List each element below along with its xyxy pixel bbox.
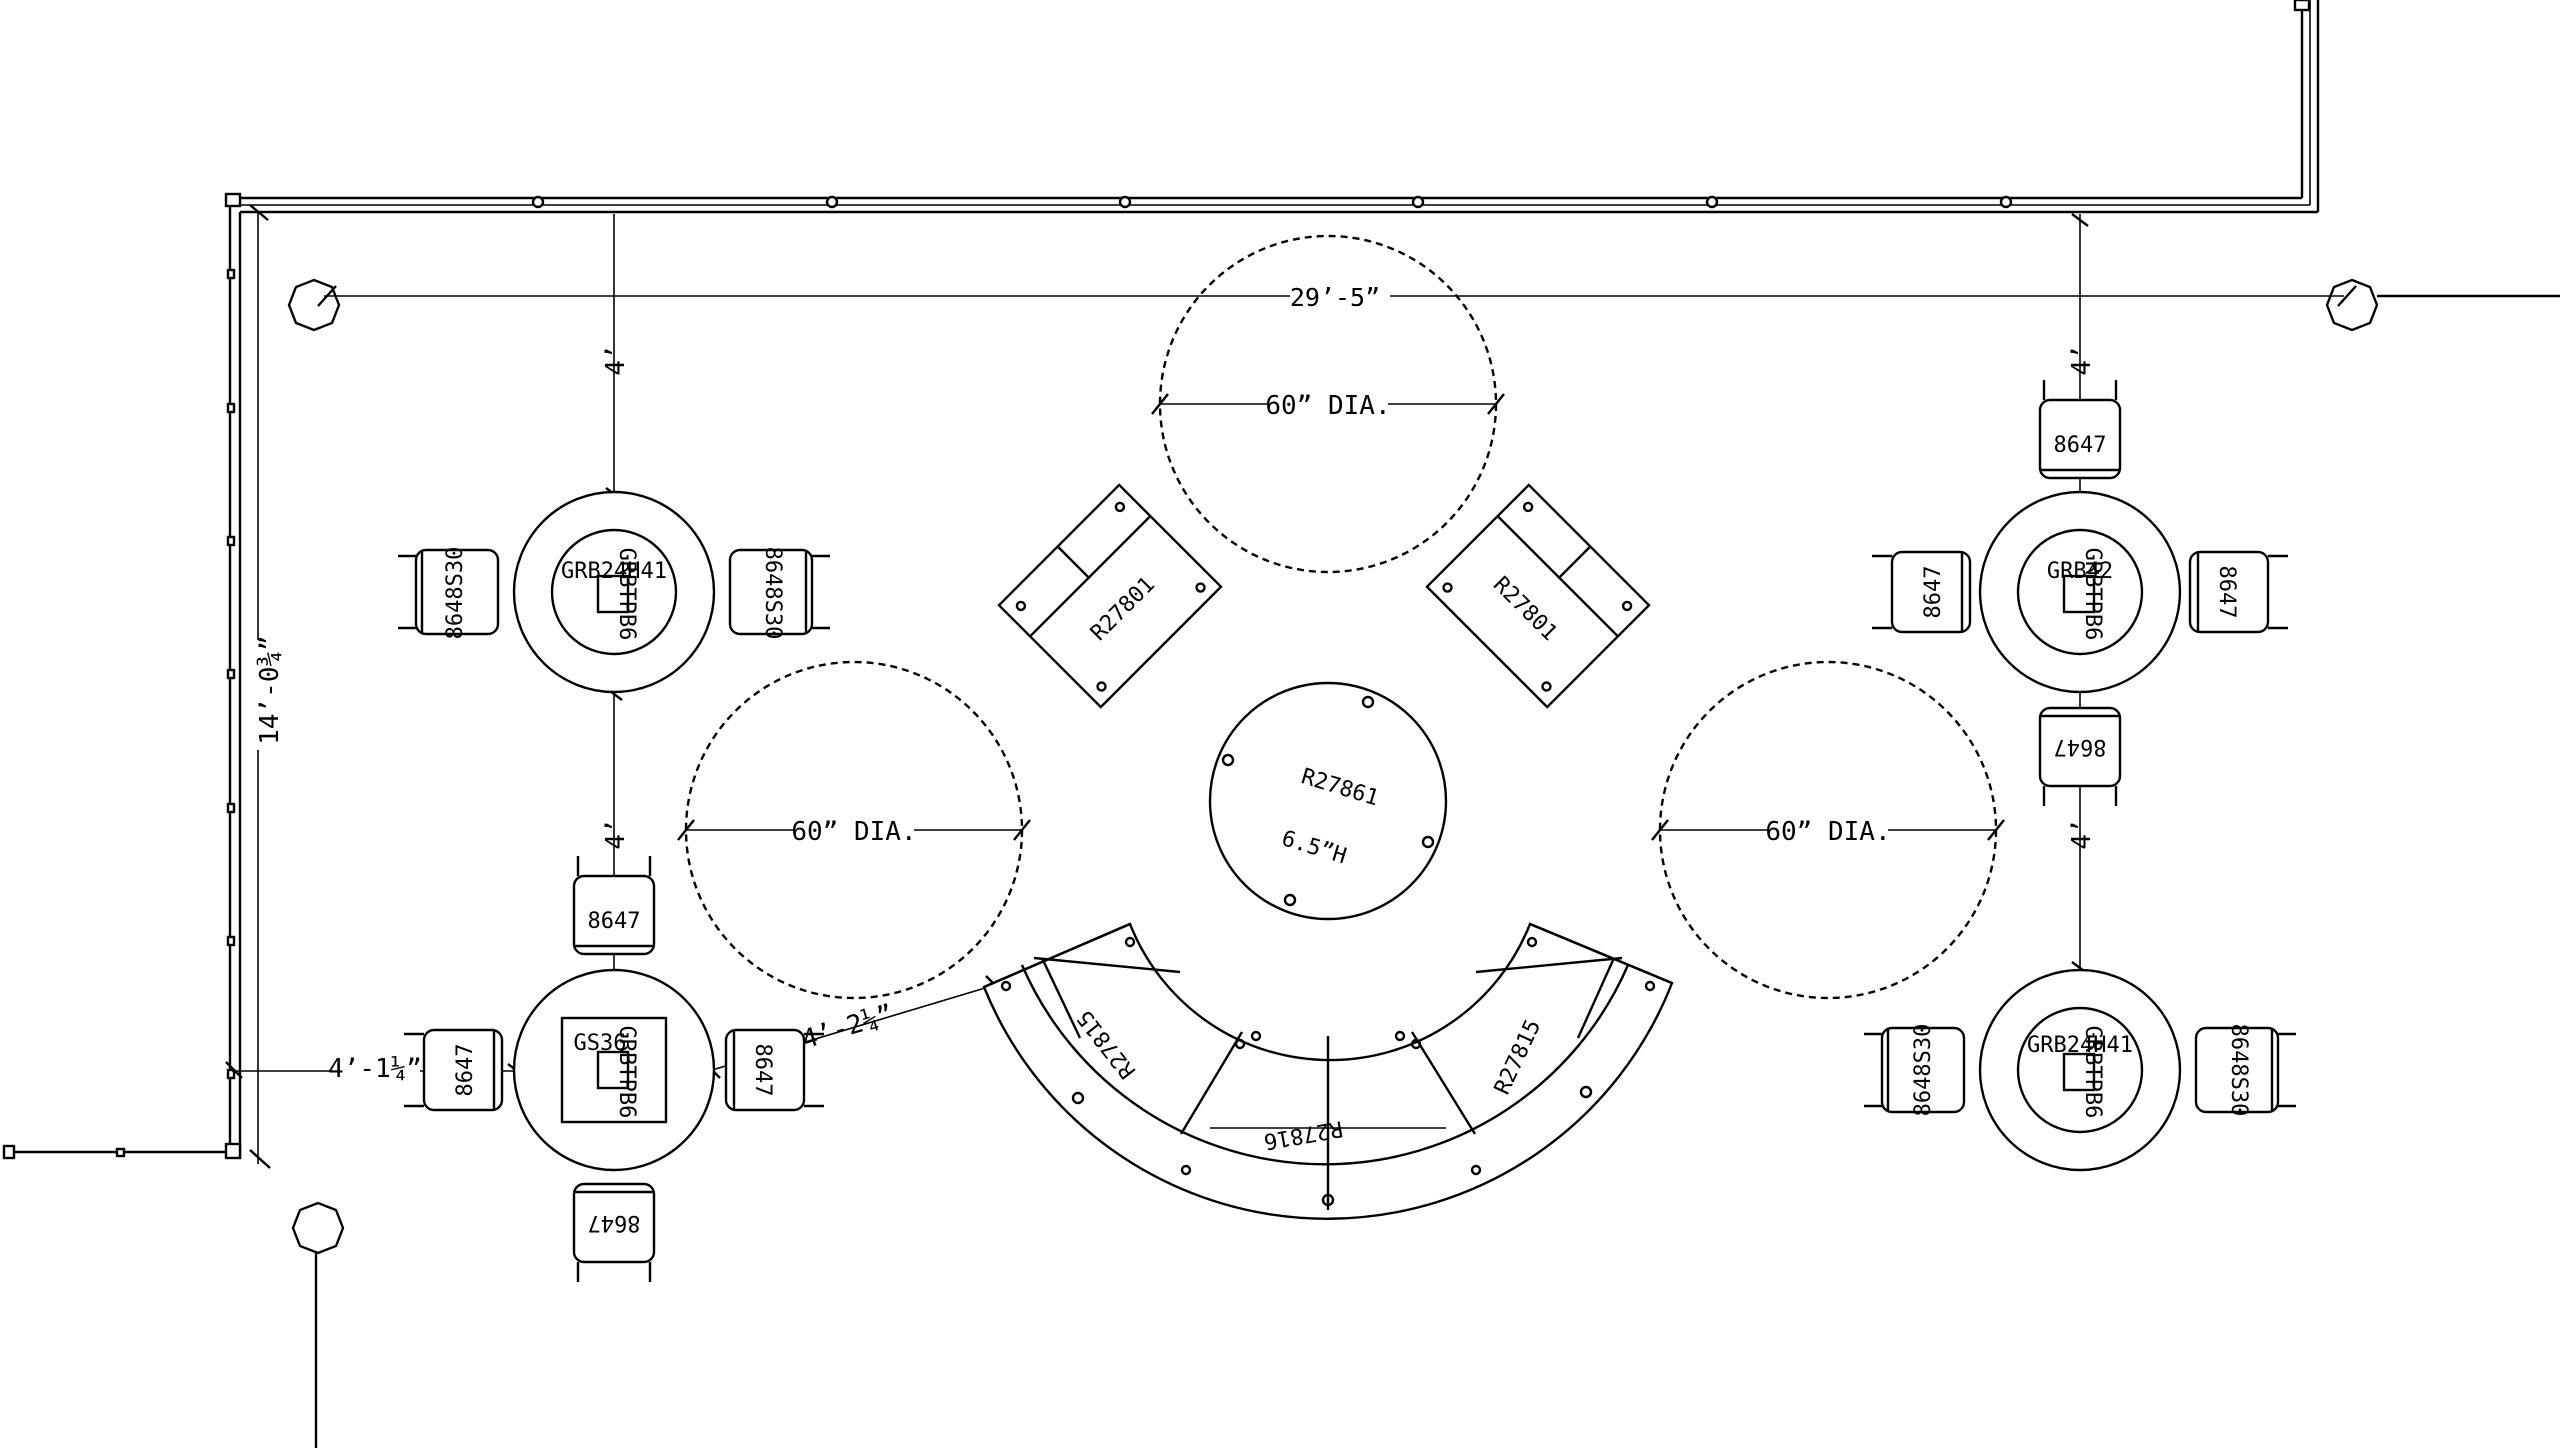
chair-label: 8647 — [588, 1210, 641, 1235]
lounge-curved-sofa: R27815 R27816 R27815 — [982, 922, 1674, 1220]
left-offset-label: 4’-1¼” — [328, 1054, 422, 1084]
table-top-right-label: GRB42 — [2047, 559, 2113, 584]
chair-bottom-left-top: 8647 — [572, 856, 656, 956]
diag-gap-label: 4’-2¼” — [798, 999, 897, 1055]
chair-label: 8647 — [588, 909, 641, 934]
clearance-circle-top: 60” DIA. — [1151, 234, 1505, 574]
table-top-right-base: GRBTPB6 — [2080, 548, 2105, 641]
spacing-tr-top-label: 4’ — [2067, 344, 2097, 375]
chair-label: 8647 — [2054, 433, 2107, 458]
chair-label: 8647 — [2214, 566, 2239, 619]
barstool-label: 8648S30 — [2226, 1024, 2251, 1117]
table-top-left-label: GRB24H41 — [561, 559, 667, 584]
chair-label: 8647 — [750, 1044, 775, 1097]
column-marker-top-left — [287, 278, 341, 332]
lounge-center-table: R27861 6.5”H — [1208, 681, 1448, 921]
table-bottom-right-base: GRBTPB6 — [2080, 1026, 2105, 1119]
column-markers — [287, 278, 2560, 1448]
barstool-label: 8648S30 — [1911, 1024, 1936, 1117]
chair-bottom-left-right: 8647 — [724, 1028, 824, 1112]
table-bottom-right-label: GRB24H41 — [2027, 1033, 2133, 1058]
clearance-circle-left: 60” DIA. — [677, 660, 1031, 1000]
dimension-left-depth: 14’-0¾” — [248, 204, 288, 1169]
clearance-top-label: 60” DIA. — [1265, 391, 1390, 421]
chair-top-right-bottom: 8647 — [2038, 706, 2122, 806]
table-top-left-base: GRBTPB6 — [614, 548, 639, 641]
barstool-bottom-right-right: 8648S30 — [2194, 1024, 2296, 1117]
chair-bottom-left-left: 8647 — [404, 1028, 504, 1112]
chair-label: 8647 — [1921, 566, 1946, 619]
barstool-label: 8648S30 — [760, 547, 785, 640]
spacing-tr-br-label: 4’ — [2067, 818, 2097, 849]
table-group-top-right: GRB42 GRBTPB6 8647 8647 8647 — [1872, 380, 2288, 806]
chair-label: 8647 — [453, 1044, 478, 1097]
clearance-right-label: 60” DIA. — [1765, 817, 1890, 847]
table-group-bottom-left: GS36 GRBTPB6 8647 8647 8647 — [404, 856, 824, 1282]
chair-top-right-right: 8647 — [2188, 550, 2288, 634]
spacing-tl-bl-label: 4’ — [601, 818, 631, 849]
overall-width-label: 29’-5” — [1290, 283, 1380, 312]
clearance-left-label: 60” DIA. — [791, 817, 916, 847]
left-depth-label: 14’-0¾” — [255, 635, 285, 745]
column-marker-bottom-left — [291, 1201, 345, 1255]
dimension-overall: 29’-5” — [317, 283, 2357, 312]
barstool-top-left-right: 8648S30 — [728, 547, 830, 640]
table-bottom-left-base: GRBTPB6 — [614, 1026, 639, 1119]
clearance-circle-right: 60” DIA. — [1651, 660, 2005, 1000]
table-group-bottom-right: GRB24H41 GRBTPB6 8648S30 8648S30 — [1864, 968, 2296, 1172]
chair-bottom-left-bottom: 8647 — [572, 1182, 656, 1282]
spacing-tl-top-label: 4’ — [601, 344, 631, 375]
dimension-left-offset: 4’-1¼” — [225, 1050, 527, 1084]
barstool-label: 8648S30 — [443, 547, 468, 640]
table-group-top-left: GRB24H41 GRBTPB6 8648S30 8648S30 — [398, 490, 830, 694]
lounge-chair-left: R27801 — [997, 483, 1223, 709]
lounge-chair-right: R27801 — [1425, 483, 1651, 709]
column-marker-top-right — [2325, 278, 2379, 332]
walls — [2, 0, 2320, 1160]
table-bottom-left-label: GS36 — [574, 1031, 627, 1056]
chair-top-right-top: 8647 — [2038, 380, 2122, 480]
barstool-bottom-right-left: 8648S30 — [1864, 1024, 1966, 1117]
chair-label: 8647 — [2054, 734, 2107, 759]
barstool-top-left-left: 8648S30 — [398, 547, 500, 640]
chair-top-right-left: 8647 — [1872, 550, 1972, 634]
